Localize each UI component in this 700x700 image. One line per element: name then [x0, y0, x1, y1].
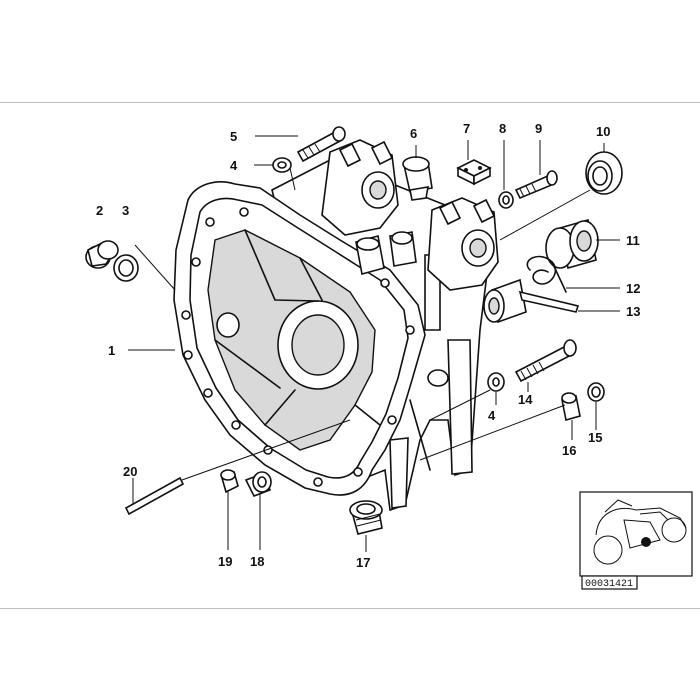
top-border-line: [0, 102, 700, 103]
callout-7: 7: [463, 121, 470, 136]
callout-16: 16: [562, 443, 576, 458]
component-location-marker: [641, 537, 651, 547]
motorcycle-locator-inset: 00031421: [579, 491, 693, 590]
part-2-plug: [85, 240, 119, 269]
callout-1: 1: [108, 343, 115, 358]
callout-19: 19: [218, 554, 232, 569]
callout-10: 10: [596, 124, 610, 139]
diagram-reference-number: 00031421: [585, 579, 633, 590]
part-20-pin: [124, 476, 185, 516]
callout-9: 9: [535, 121, 542, 136]
part-17-drain-plug: [349, 500, 383, 535]
leader-lines: [128, 135, 620, 552]
part-3-seal-ring: [113, 254, 139, 282]
callout-13: 13: [626, 304, 640, 319]
bottom-border-line: [0, 608, 700, 609]
part-19-dowel: [220, 469, 239, 494]
callout-18: 18: [250, 554, 264, 569]
part-15-washer: [587, 382, 605, 402]
callout-3: 3: [122, 203, 129, 218]
part-14-long-bolt: [514, 339, 577, 383]
callout-15: 15: [588, 430, 602, 445]
transmission-housing: [173, 139, 499, 512]
callout-17: 17: [356, 555, 370, 570]
callout-4-lower: 4: [488, 408, 496, 423]
callout-20: 20: [123, 464, 137, 479]
part-5-bolt: [296, 126, 346, 163]
callout-14: 14: [518, 392, 533, 407]
part-12-spring: [526, 255, 567, 293]
part-18-sleeve: [244, 471, 272, 498]
part-8-washer: [498, 191, 514, 209]
callout-5: 5: [230, 129, 237, 144]
callout-11: 11: [626, 233, 640, 248]
part-7-block: [456, 159, 492, 186]
callout-labels: 1 2 3 4 4 5 6 7 8 9 10 11 12 13 14 15 16…: [96, 121, 640, 570]
part-11-bearing: [545, 218, 599, 270]
callout-4-upper: 4: [230, 158, 238, 173]
part-10-shaft-seal: [585, 151, 623, 195]
part-4-washer-lower: [487, 372, 505, 392]
part-13-sleeve: [483, 278, 580, 324]
part-16-bushing: [561, 392, 581, 422]
part-6-plug: [402, 156, 433, 201]
part-4-washer-upper: [272, 157, 292, 173]
callout-2: 2: [96, 203, 103, 218]
part-9-bolt: [514, 170, 558, 200]
callout-6: 6: [410, 126, 417, 141]
callout-8: 8: [499, 121, 506, 136]
callout-12: 12: [626, 281, 640, 296]
